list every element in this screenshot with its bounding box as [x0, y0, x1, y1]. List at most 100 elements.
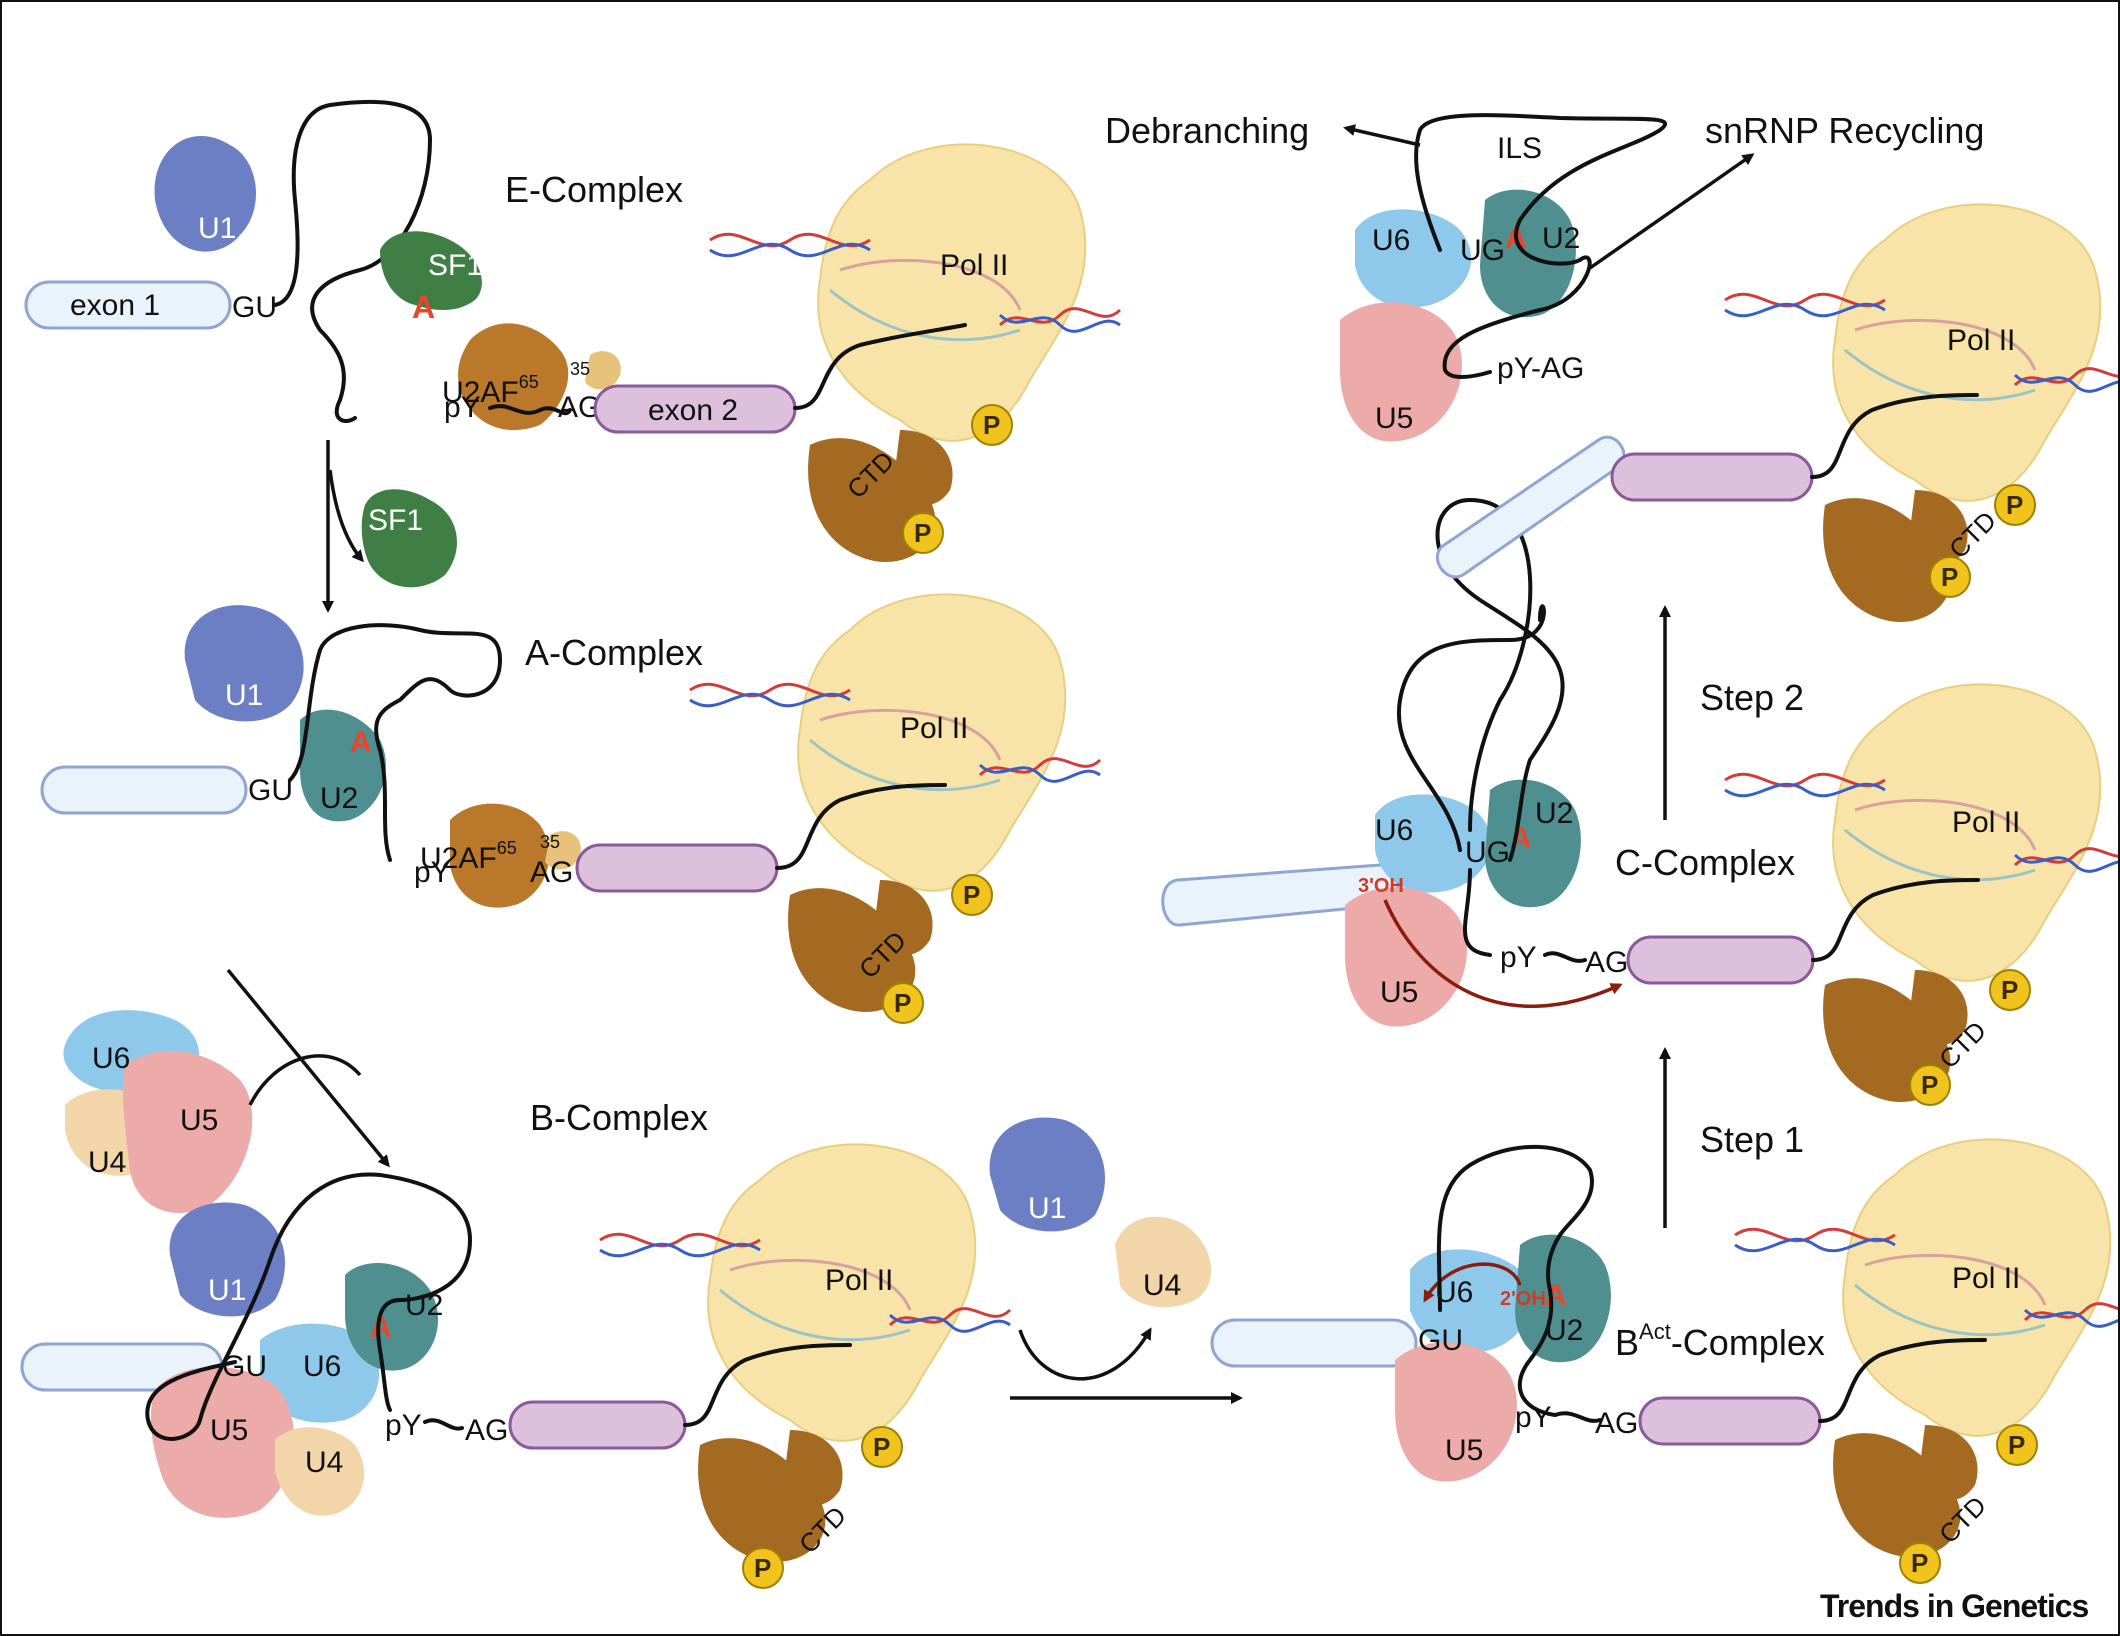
bact-exon2-box	[1638, 1396, 1822, 1446]
pol2-label-final: Pol II	[1947, 324, 2015, 357]
b-u2-label: U2	[405, 1289, 443, 1322]
bact-py-ag-link	[1553, 1411, 1602, 1423]
bact-exon1-box	[1210, 1318, 1418, 1368]
exon2-label: exon 2	[648, 394, 738, 427]
ils-u5-particle	[1340, 302, 1462, 442]
b-py-ag-link	[423, 1418, 464, 1431]
bact-intron-rna	[1436, 1144, 1594, 1417]
phospho-b2	[742, 1547, 784, 1589]
a-u1-particle	[184, 605, 304, 722]
phospho-e1	[971, 404, 1013, 446]
b-intron-rna	[145, 1172, 472, 1441]
tri-u5-label: U5	[180, 1104, 218, 1137]
u2af65-particle	[458, 323, 569, 431]
pol2-label-b: Pol II	[825, 1264, 893, 1297]
phospho-label-c1: P	[2001, 975, 2018, 1005]
pol2-module-b	[598, 1142, 1012, 1564]
a-u2af-label: U2AF65	[420, 838, 517, 875]
u2af35-label: 35	[570, 359, 590, 379]
a-u2-particle	[300, 709, 386, 822]
ils-ug-label: UG	[1460, 234, 1505, 267]
ils-u6-label: U6	[1372, 224, 1410, 257]
b-u5-label: U5	[210, 1414, 248, 1447]
e-complex-title: E-Complex	[505, 169, 683, 210]
pol2-label-bact: Pol II	[1952, 1262, 2020, 1295]
c-py-label: pY	[1500, 941, 1537, 974]
pol2-module-c	[1723, 682, 2120, 1104]
e-nascent-rna	[793, 323, 967, 410]
phospho-label-c2: P	[1921, 1070, 1938, 1100]
ils-py-ag-label: pY-AG	[1497, 352, 1584, 385]
u2af35-particle	[585, 351, 621, 390]
u1-label: U1	[198, 212, 236, 245]
u1-u4-release-arrow	[1018, 1327, 1152, 1381]
bact-ag-label: AG	[1595, 1407, 1638, 1440]
post-splicing-group: Debranching snRNP Recycling ILS U6 UG A …	[1105, 110, 2120, 624]
pol2-label-e: Pol II	[940, 249, 1008, 282]
sf1-label: SF1	[428, 249, 483, 282]
u1-particle	[154, 136, 257, 252]
step2-label: Step 2	[1700, 677, 1804, 718]
spliced-exon1-box	[1436, 435, 1626, 579]
debranching-label: Debranching	[1105, 110, 1309, 151]
e-intron-rna	[273, 99, 432, 423]
a-u1-label: U1	[225, 679, 263, 712]
phospho-final2	[1929, 556, 1971, 598]
phospho-bact1	[1996, 1424, 2038, 1466]
pol2-label-a: Pol II	[900, 712, 968, 745]
a-py-label: pY	[414, 856, 451, 889]
sf1-released-particle	[361, 489, 457, 588]
b-complex-title: B-Complex	[530, 1097, 708, 1138]
e-complex-group: exon 1 U1 GU SF1 A U2AF65 35 pY AG exon …	[24, 99, 1122, 564]
bact-gu-label: GU	[1418, 1324, 1463, 1357]
phospho-label-b2: P	[754, 1553, 771, 1583]
phospho-label-final2: P	[1941, 562, 1958, 592]
sf1-released-label: SF1	[368, 504, 423, 537]
c-u2-label: U2	[1535, 797, 1573, 830]
phospho-label-a2: P	[894, 988, 911, 1018]
bact-complex-title: BAct-Complex	[1615, 1319, 1825, 1363]
ils-u2-label: U2	[1542, 222, 1580, 255]
gu-label: GU	[232, 291, 277, 324]
phospho-c1	[1989, 969, 2031, 1011]
a-u2-label: U2	[320, 782, 358, 815]
phospho-label-final1: P	[2006, 490, 2023, 520]
c-py-ag-link	[1543, 951, 1587, 963]
released-u4-label: U4	[1143, 1269, 1181, 1302]
a-u2af35-label: 35	[540, 832, 560, 852]
b-u6-particle	[260, 1323, 380, 1423]
b-gu-label: GU	[222, 1350, 267, 1383]
b-u4-label: U4	[305, 1446, 343, 1479]
phospho-label-bact2: P	[1911, 1548, 1928, 1578]
b-complex-group: B-Complex U1 GU U6 U5 U4 U2 A pY AG Pol …	[20, 1097, 1012, 1589]
phospho-b1	[861, 1426, 903, 1468]
bact-u2-particle	[1515, 1234, 1611, 1363]
ils-u5-label: U5	[1375, 402, 1413, 435]
a-to-b-arrow	[226, 968, 390, 1168]
pol2-label-c: Pol II	[1952, 806, 2020, 839]
pol2-module-e	[708, 142, 1122, 564]
sf1-particle	[380, 231, 482, 310]
b-u4-particle	[275, 1427, 365, 1516]
b-u1-particle	[169, 1202, 285, 1317]
b-u1-label: U1	[208, 1274, 246, 1307]
phospho-label-e2: P	[914, 518, 931, 548]
phospho-label-e1: P	[983, 410, 1000, 440]
ils-label: ILS	[1497, 132, 1542, 165]
c-u6-particle	[1375, 794, 1492, 893]
b-exon2-box	[508, 1400, 687, 1450]
spliced-exon2-box	[1610, 452, 1814, 502]
a-ag-label: AG	[530, 856, 573, 889]
ils-u6-particle	[1355, 209, 1472, 308]
b-nascent-rna	[683, 1343, 852, 1427]
c-complex-title: C-Complex	[1615, 842, 1795, 883]
bact-complex-group: U6 GU U2 U5 2'OH A pY AG BAct-Complex Po…	[1210, 1137, 2120, 1584]
exon1-box	[24, 280, 232, 330]
c-u6-label: U6	[1375, 814, 1413, 847]
c-u2-particle	[1485, 779, 1581, 908]
c-ag-label: AG	[1585, 946, 1628, 979]
tri-join-arrow	[248, 1054, 362, 1106]
